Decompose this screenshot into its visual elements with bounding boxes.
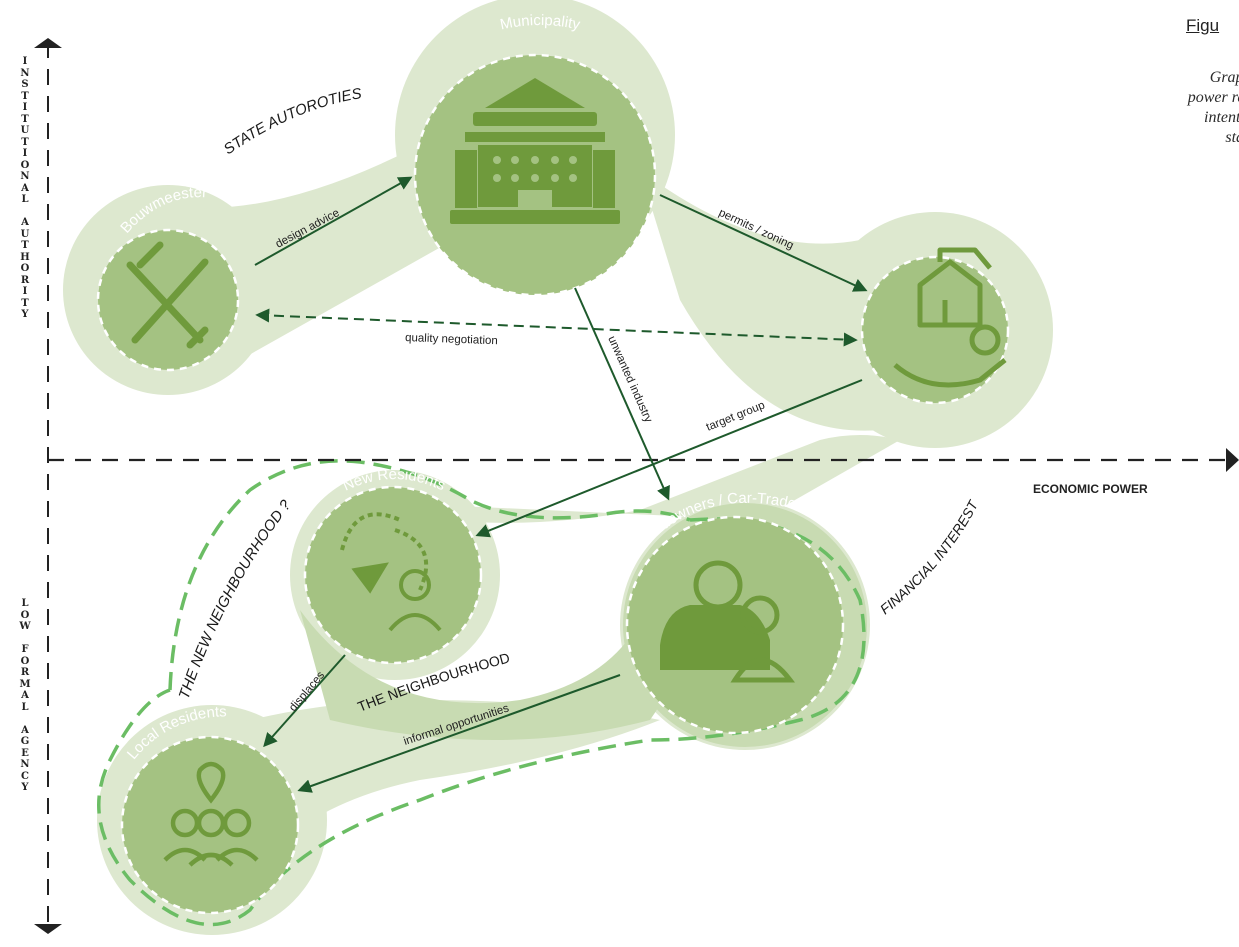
axis-letter: I	[22, 286, 28, 297]
axis-letter: A	[21, 690, 29, 701]
axis-letter: Y	[21, 309, 29, 320]
axis-letter: L	[21, 701, 29, 713]
axis-letter: T	[21, 113, 29, 125]
axis-letter: I	[22, 102, 28, 113]
x-axis-arrow-right	[1226, 448, 1239, 472]
figure-reference: Figu	[1186, 16, 1220, 35]
target-group-label: target group	[705, 399, 767, 433]
new-residents-icon	[340, 512, 442, 632]
axis-letter: A	[21, 217, 29, 228]
displaces-arrow	[263, 654, 346, 748]
figure-caption: Graphic show power relations a intention…	[1040, 68, 1239, 168]
axis-letter: L	[21, 194, 29, 205]
axis-letter: A	[21, 182, 29, 194]
y-axis-arrow-top	[34, 38, 62, 48]
municipality-label: Municipality	[499, 12, 583, 34]
axis-letter	[14, 713, 36, 725]
axis-letter: O	[20, 263, 30, 274]
caption-line: intentions of di	[1204, 109, 1239, 126]
design-advice-arrow	[254, 176, 413, 266]
axis-letter: T	[21, 240, 29, 251]
axis-letter: U	[20, 125, 30, 136]
new-neighbourhood-label: THE NEW NEIGHBOURHOOD ?	[176, 496, 295, 701]
target-group-arrow	[475, 379, 863, 538]
axis-letter: R	[20, 274, 30, 286]
axis-letter: N	[20, 67, 30, 79]
axis-letter: O	[20, 609, 30, 621]
axis-letter: O	[20, 159, 30, 171]
axis-letter	[14, 633, 36, 645]
axis-letter: T	[21, 136, 29, 148]
quality-negotiation-label: quality negotiation	[405, 332, 498, 347]
ruler-pencil-icon	[126, 241, 209, 349]
axis-letter: A	[21, 724, 29, 736]
axis-letter: I	[22, 148, 28, 159]
caption-line: Graphic show	[1209, 69, 1239, 86]
axis-letter	[14, 206, 36, 218]
axis-letter: N	[20, 171, 30, 182]
quality-negotiation-arrow	[255, 308, 858, 347]
axis-letter: H	[20, 251, 30, 263]
axis-letter: E	[21, 747, 29, 759]
axis-letter: L	[21, 598, 29, 609]
y-axis-arrow-bottom	[34, 924, 62, 934]
local-residents-icon	[163, 761, 259, 867]
relation-arrows	[254, 176, 868, 793]
x-axis-label: ECONOMIC POWER	[1033, 482, 1148, 496]
caption-line: power relations a	[1187, 89, 1239, 106]
axis-letter: S	[21, 79, 29, 90]
car-trader-icon	[660, 560, 796, 683]
axis-letter: W	[19, 621, 31, 632]
financial-interest-label: FINANCIAL INTEREST	[877, 497, 982, 618]
municipality-building-icon	[450, 78, 620, 224]
informal-opportunities-arrow	[297, 674, 621, 793]
axis-letter: U	[20, 228, 30, 240]
axis-letter: C	[21, 770, 29, 782]
developers-circle	[860, 255, 1010, 405]
caption-line: neighbo	[1162, 148, 1239, 168]
axis-letter: R	[20, 667, 30, 678]
axis-letter: T	[21, 90, 29, 102]
axes	[34, 38, 1239, 934]
axis-letter: M	[19, 678, 31, 690]
axis-letter: G	[20, 736, 30, 747]
axis-letter: I	[22, 56, 28, 67]
unwanted-industry-arrow	[574, 287, 670, 501]
axis-letter: O	[20, 655, 30, 667]
caption-line: stakeholder	[1225, 129, 1239, 146]
axis-letter: N	[20, 759, 30, 770]
neighbourhood-outline	[97, 459, 866, 927]
new-residents-circle	[303, 485, 483, 665]
permits-arrow	[659, 194, 868, 292]
axis-letter: F	[21, 644, 29, 655]
local-residents-circle	[120, 735, 300, 915]
developer-house-hand-icon	[893, 247, 1007, 388]
axis-letter: Y	[21, 782, 29, 793]
developers-label: Developers	[912, 168, 993, 196]
state-authorities-label: STATE AUTOROTIES	[221, 85, 363, 158]
axis-letter: T	[21, 297, 29, 309]
